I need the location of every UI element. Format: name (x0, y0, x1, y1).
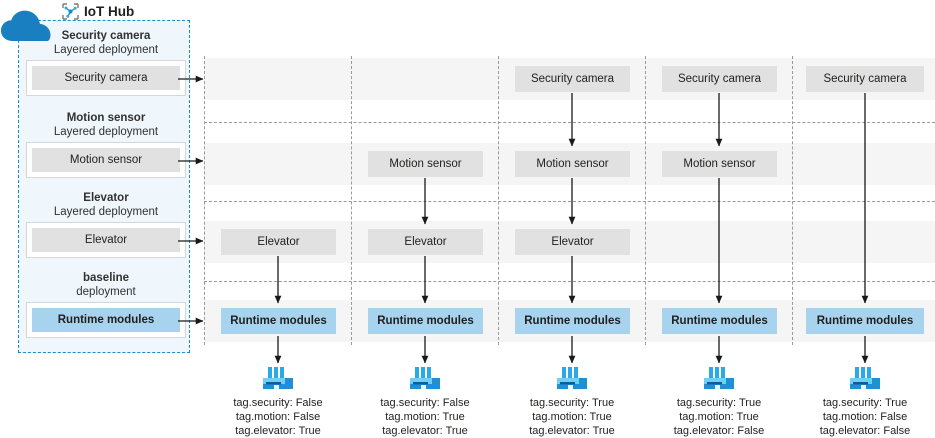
hub-module-container: Elevator (26, 222, 186, 259)
hub-section-security-camera: Security camera Layered deployment Secur… (26, 30, 186, 97)
hub-section-type: deployment (76, 285, 136, 298)
hub-section-caption: Security camera Layered deployment (26, 30, 186, 57)
factory-icon (557, 367, 587, 389)
tag-motion: tag.motion: True (679, 411, 759, 424)
factory-icon (850, 367, 880, 389)
hub-section-caption: baseline deployment (26, 272, 186, 299)
tag-motion: tag.motion: False (235, 411, 321, 424)
tag-elevator: tag.elevator: False (819, 425, 911, 438)
hub-section-baseline: baseline deployment Runtime modules (26, 272, 186, 339)
factory-icon (263, 367, 293, 389)
hub-module-motion-sensor[interactable]: Motion sensor (32, 148, 180, 173)
hub-module-security-camera[interactable]: Security camera (32, 66, 180, 91)
hub-section-motion-sensor: Motion sensor Layered deployment Motion … (26, 112, 186, 179)
column-separator (498, 56, 499, 345)
device-tag-block: tag.security: False tag.motion: False ta… (203, 366, 353, 438)
iot-hub-title-label: IoT Hub (84, 3, 135, 19)
tag-security: tag.security: False (380, 397, 470, 409)
hub-module-container: Security camera (26, 60, 186, 97)
hub-module-container: Runtime modules (26, 302, 186, 339)
column-separator (351, 56, 352, 345)
hub-section-elevator: Elevator Layered deployment Elevator (26, 192, 186, 259)
tag-security: tag.security: True (676, 397, 762, 409)
hub-section-type: Layered deployment (53, 43, 159, 56)
cloud-icon (1, 10, 51, 41)
hub-section-caption: Motion sensor Layered deployment (26, 112, 186, 139)
column-separator (645, 56, 646, 345)
row-separator (204, 281, 935, 282)
row-separator (204, 122, 935, 123)
grid-cell-security-camera[interactable]: Security camera (662, 66, 777, 92)
hub-section-type: Layered deployment (53, 125, 159, 138)
tag-motion: tag.motion: True (385, 411, 465, 424)
grid-cell-runtime-modules[interactable]: Runtime modules (515, 308, 630, 334)
tag-elevator: tag.elevator: True (235, 425, 321, 438)
device-tag-block: tag.security: True tag.motion: True tag.… (497, 366, 647, 438)
hub-section-name: Elevator (83, 192, 129, 204)
row-separator (204, 201, 935, 202)
tag-motion: tag.motion: True (532, 411, 612, 424)
column-separator (204, 56, 205, 345)
grid-cell-runtime-modules[interactable]: Runtime modules (221, 308, 336, 334)
grid-cell-elevator[interactable]: Elevator (515, 229, 630, 255)
grid-cell-security-camera[interactable]: Security camera (515, 66, 630, 92)
grid-cell-motion-sensor[interactable]: Motion sensor (515, 151, 630, 177)
grid-cell-elevator[interactable]: Elevator (221, 229, 336, 255)
hub-section-type: Layered deployment (53, 205, 159, 218)
column-separator (792, 56, 793, 345)
device-tag-block: tag.security: True tag.motion: False tag… (790, 366, 935, 438)
grid-cell-elevator[interactable]: Elevator (368, 229, 483, 255)
hub-module-runtime-modules[interactable]: Runtime modules (32, 308, 180, 333)
hub-section-name: Security camera (61, 30, 151, 42)
grid-cell-motion-sensor[interactable]: Motion sensor (662, 151, 777, 177)
factory-icon (704, 367, 734, 389)
tag-security: tag.security: False (233, 397, 323, 409)
grid-cell-runtime-modules[interactable]: Runtime modules (806, 308, 924, 334)
hub-section-name: baseline (82, 272, 130, 284)
tag-elevator: tag.elevator: False (673, 425, 765, 438)
device-tag-block: tag.security: True tag.motion: True tag.… (644, 366, 794, 438)
grid-cell-runtime-modules[interactable]: Runtime modules (662, 308, 777, 334)
device-tag-block: tag.security: False tag.motion: True tag… (350, 366, 500, 438)
grid-cell-security-camera[interactable]: Security camera (806, 66, 924, 92)
hub-section-caption: Elevator Layered deployment (26, 192, 186, 219)
iot-hub-title: IoT Hub (62, 0, 134, 22)
hub-section-name: Motion sensor (66, 112, 146, 124)
tag-security: tag.security: True (822, 397, 908, 409)
grid-cell-runtime-modules[interactable]: Runtime modules (368, 308, 483, 334)
tag-elevator: tag.elevator: True (382, 425, 468, 438)
tag-elevator: tag.elevator: True (529, 425, 615, 438)
hub-module-container: Motion sensor (26, 142, 186, 179)
iot-hub-icon (62, 2, 79, 20)
tag-motion: tag.motion: False (822, 411, 908, 424)
hub-module-elevator[interactable]: Elevator (32, 228, 180, 253)
factory-icon (410, 367, 440, 389)
grid-cell-motion-sensor[interactable]: Motion sensor (368, 151, 483, 177)
tag-security: tag.security: True (529, 397, 615, 409)
